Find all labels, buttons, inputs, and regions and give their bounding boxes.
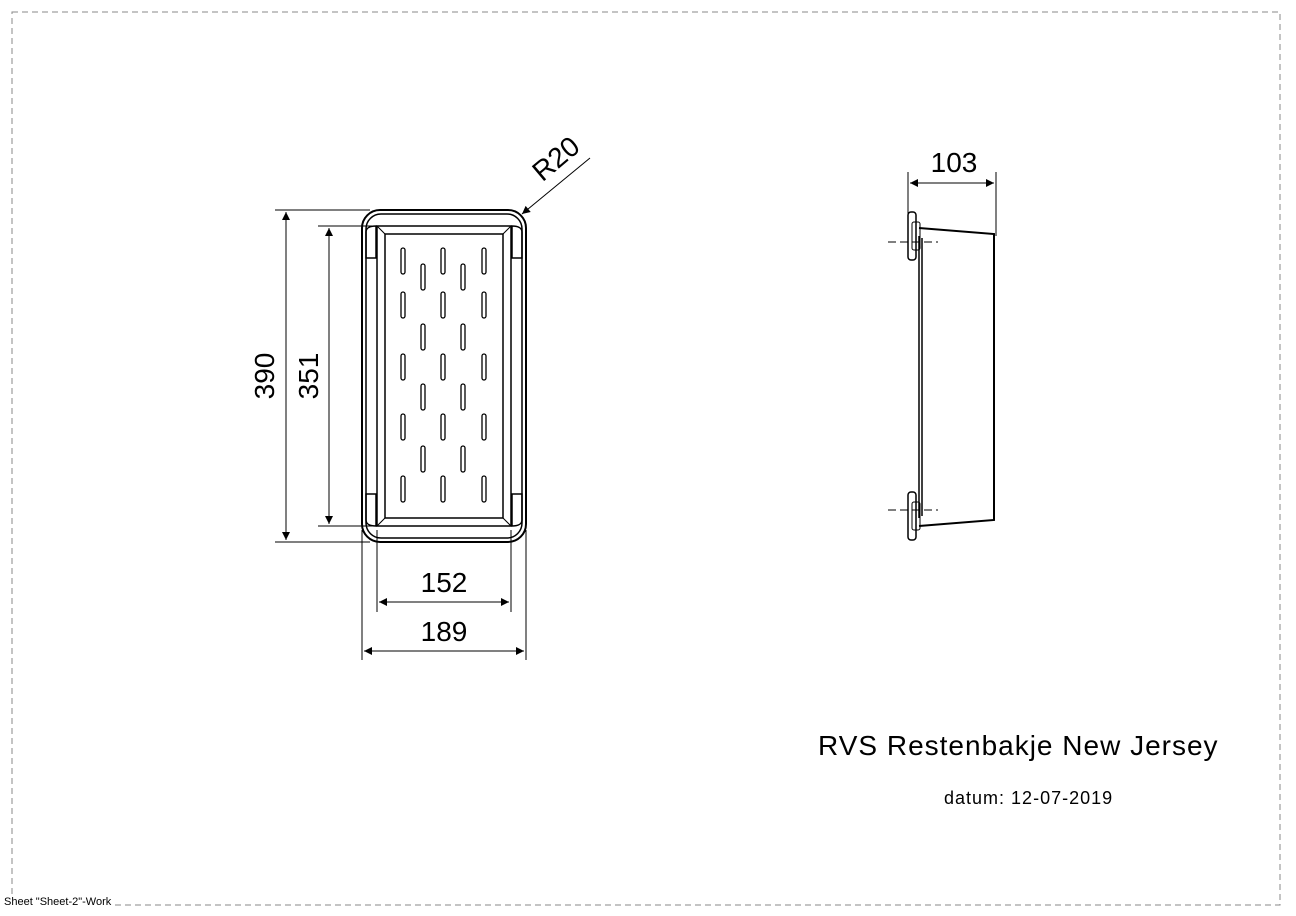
corner-tab — [365, 493, 377, 527]
drainage-slot — [420, 445, 426, 473]
drainage-slot — [420, 383, 426, 411]
corner-tab — [511, 225, 523, 259]
radius-leader — [521, 157, 591, 215]
drainage-slot — [460, 383, 466, 411]
drainage-slot — [481, 291, 487, 319]
drainage-slot — [481, 475, 487, 503]
sheet-label: Sheet "Sheet-2"-Work — [4, 896, 114, 908]
drainage-slot — [400, 475, 406, 503]
top-view: 390 351 152 189 R20 — [249, 130, 591, 660]
drainage-slot — [440, 291, 446, 319]
sheet-border — [11, 11, 1281, 906]
drainage-slot — [420, 263, 426, 291]
drawing-title: RVS Restenbakje New Jersey — [818, 730, 1219, 761]
side-view: 103 — [888, 147, 997, 541]
corner-tab — [511, 493, 523, 527]
dim-outer-height: 390 — [249, 353, 280, 400]
drainage-slot — [481, 247, 487, 275]
drawing-date: datum: 12-07-2019 — [944, 788, 1113, 809]
drainage-slot — [481, 413, 487, 441]
drainage-slot — [400, 413, 406, 441]
drainage-slots — [400, 247, 487, 503]
drainage-slot — [460, 263, 466, 291]
drainage-slot — [460, 323, 466, 351]
dim-inner-width: 152 — [421, 567, 468, 598]
side-body — [918, 227, 995, 527]
date-value: 12-07-2019 — [1011, 788, 1114, 808]
drainage-slot — [440, 413, 446, 441]
drainage-slot — [440, 247, 446, 275]
dim-depth: 103 — [931, 147, 978, 178]
drainage-slot — [420, 323, 426, 351]
drainage-slot — [400, 353, 406, 381]
drainage-slot — [460, 445, 466, 473]
drainage-slot — [440, 353, 446, 381]
drainage-slot — [481, 353, 487, 381]
rim-flange — [907, 491, 917, 541]
corner-tab — [365, 225, 377, 259]
drainage-slot — [440, 475, 446, 503]
drainage-slot — [400, 247, 406, 275]
rim-flange — [907, 211, 917, 261]
dim-corner-radius: R20 — [526, 130, 585, 187]
dim-inner-height: 351 — [293, 353, 324, 400]
date-label: datum: — [944, 788, 1006, 808]
drainage-slot — [400, 291, 406, 319]
outer-rim — [361, 209, 527, 543]
dim-outer-width: 189 — [421, 616, 468, 647]
inner-basket — [376, 225, 512, 527]
